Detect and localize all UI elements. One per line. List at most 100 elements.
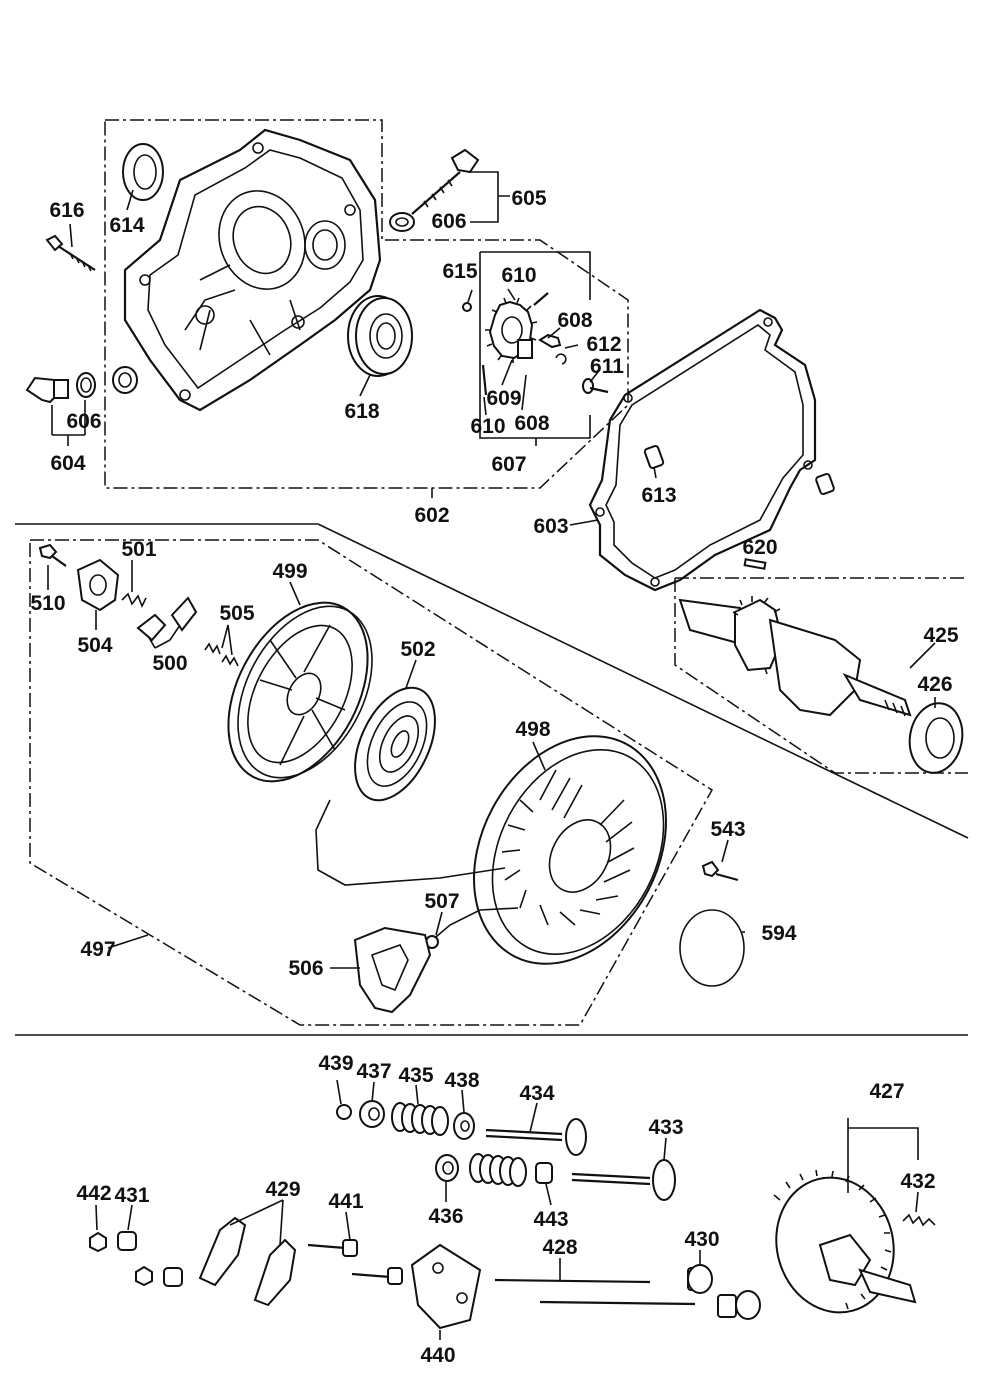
- pin-611: [582, 378, 609, 394]
- crankshaft-drawing: [678, 596, 912, 717]
- part-labels: 616 614 606 604 618 602 605 606 615 610 …: [30, 187, 958, 1367]
- label-427: 427: [869, 1080, 904, 1103]
- label-425: 425: [923, 624, 958, 647]
- lever-608: [538, 333, 562, 349]
- label-602: 602: [414, 504, 449, 527]
- spring-505: [204, 642, 239, 667]
- bracket-605: [470, 171, 510, 223]
- shaft-610b: [481, 364, 488, 396]
- label-431: 431: [114, 1184, 149, 1207]
- label-505: 505: [219, 602, 254, 625]
- spiral-spring-502: [354, 686, 436, 802]
- label-436: 436: [428, 1205, 463, 1228]
- bearing-618: [347, 295, 413, 377]
- oring-594: [679, 909, 745, 987]
- rocker-arm-429: [198, 1216, 297, 1307]
- nut-442: [89, 1231, 153, 1287]
- cap-439: [336, 1104, 352, 1120]
- label-620: 620: [742, 536, 777, 559]
- starter-housing-498: [473, 735, 667, 965]
- bolt-510: [38, 543, 67, 567]
- label-438: 438: [444, 1069, 479, 1092]
- label-439: 439: [318, 1052, 353, 1075]
- reel-499: [227, 601, 373, 783]
- key-620: [743, 558, 767, 570]
- seat-438: [453, 1112, 475, 1140]
- retainer-437: [359, 1100, 385, 1128]
- label-499: 499: [272, 560, 307, 583]
- crankcase-cover-group: [25, 119, 835, 592]
- starter-rope: [315, 799, 506, 886]
- label-433: 433: [648, 1116, 683, 1139]
- pushrod-428: [494, 1278, 696, 1306]
- stud-441: [307, 1239, 403, 1285]
- divider-diagonal: [317, 523, 969, 839]
- label-605: 605: [511, 187, 546, 210]
- label-502: 502: [400, 638, 435, 661]
- label-507: 507: [424, 890, 459, 913]
- label-442: 442: [76, 1182, 111, 1205]
- tappet-430: [687, 1264, 761, 1320]
- label-616: 616: [49, 199, 84, 222]
- valve-433: [571, 1159, 676, 1201]
- bearing-426: [908, 702, 964, 774]
- retainer-436: [435, 1154, 459, 1182]
- recoil-starter-group: [29, 539, 745, 1026]
- dowel-pin-613: [643, 445, 835, 496]
- guide-plate-440: [410, 1243, 482, 1330]
- gasket-603: [588, 308, 817, 592]
- label-604: 604: [50, 452, 85, 475]
- pawl-500: [136, 596, 198, 642]
- spring-432: [902, 1213, 936, 1227]
- label-610a: 610: [501, 264, 536, 287]
- clip-612: [555, 353, 567, 365]
- label-428: 428: [542, 1236, 577, 1259]
- bracket-497: [29, 539, 714, 1026]
- label-498: 498: [515, 718, 550, 741]
- bracket-602: [104, 119, 629, 489]
- label-612: 612: [586, 333, 621, 356]
- bracket-607: [479, 251, 591, 439]
- oil-plug-605: [389, 148, 480, 232]
- spring-501: [121, 592, 147, 608]
- label-506: 506: [288, 957, 323, 980]
- leader-lines: [47, 189, 936, 1340]
- label-609: 609: [486, 387, 521, 410]
- label-426: 426: [917, 673, 952, 696]
- bolt-543: [701, 860, 739, 882]
- valve-434: [485, 1118, 587, 1156]
- label-606a: 606: [66, 410, 101, 433]
- crankshaft-group-425: [674, 558, 968, 774]
- valve-spring-435: [391, 1102, 449, 1136]
- label-618: 618: [344, 400, 379, 423]
- label-610b: 610: [470, 415, 505, 438]
- bolt-616: [45, 234, 96, 272]
- label-443: 443: [533, 1208, 568, 1231]
- crankcase-cover-drawing: [112, 128, 382, 412]
- valvetrain-group: [89, 1100, 936, 1330]
- label-607: 607: [491, 453, 526, 476]
- label-430: 430: [684, 1228, 719, 1251]
- label-435: 435: [398, 1064, 433, 1087]
- bracket-425: [674, 577, 968, 774]
- label-441: 441: [328, 1190, 363, 1213]
- label-543: 543: [710, 818, 745, 841]
- label-497: 497: [80, 938, 115, 961]
- label-608b: 608: [514, 412, 549, 435]
- oil-seal-614: [122, 143, 164, 201]
- dipstick-604: [25, 372, 96, 404]
- label-500: 500: [152, 652, 187, 675]
- label-613: 613: [641, 484, 676, 507]
- handle-506: [353, 926, 432, 1014]
- seal-443: [535, 1162, 553, 1184]
- label-437: 437: [356, 1060, 391, 1083]
- rope-to-handle: [429, 907, 519, 943]
- label-440: 440: [420, 1344, 455, 1367]
- pin-610a: [533, 292, 549, 306]
- washer-615: [462, 302, 472, 312]
- camshaft-427: [773, 1169, 917, 1314]
- label-606b: 606: [431, 210, 466, 233]
- label-501: 501: [121, 538, 156, 561]
